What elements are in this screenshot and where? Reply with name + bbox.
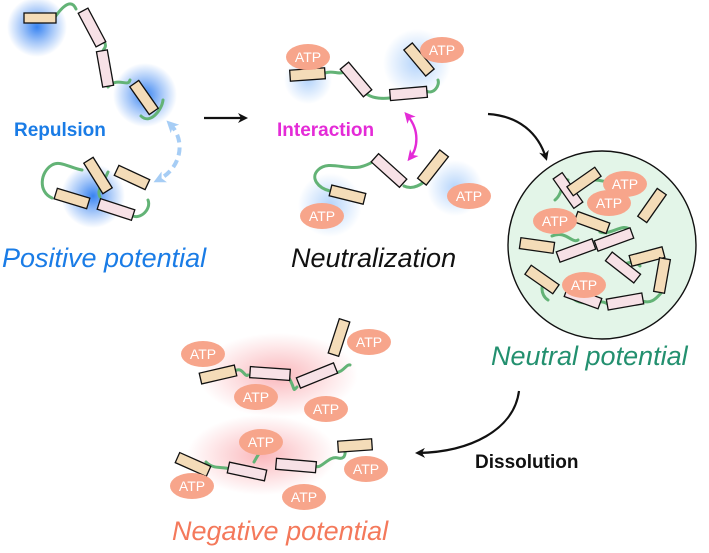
curved-arrow-to-droplet: [487, 112, 549, 161]
folded-domain: [636, 187, 668, 224]
folded-domain: [198, 364, 238, 385]
folded-domain: [566, 166, 602, 197]
arrows: [153, 111, 549, 458]
folded-domain: [23, 12, 57, 24]
folded-domain: [53, 187, 91, 210]
positive-charge-glow: [7, 0, 67, 57]
folded-domain: [336, 438, 374, 453]
folded-domain: [652, 257, 672, 294]
interaction-arrow: [404, 111, 419, 162]
dissolution-label: Dissolution: [475, 452, 579, 473]
positive-potential-label: Positive potential: [2, 243, 207, 273]
folded-domain: [82, 156, 114, 195]
disordered-segment: [605, 292, 645, 311]
disordered-segment: [274, 457, 318, 474]
folded-domain: [174, 451, 212, 478]
atp-molecule: ATP: [282, 484, 326, 510]
atp-molecule: ATP: [304, 396, 348, 422]
disordered-segment: [604, 251, 642, 284]
folded-domain: [518, 236, 556, 255]
repulsion-label: Repulsion: [14, 120, 106, 141]
atp-molecule: ATP: [239, 429, 283, 455]
folded-domain: [327, 317, 351, 358]
negative-potential-label: Negative potential: [172, 516, 389, 546]
negative-charge-glow: [187, 415, 337, 495]
atp-molecule: ATP: [533, 208, 577, 234]
disordered-segment: [77, 7, 107, 48]
dissolution-arrow: [415, 390, 521, 458]
disordered-segment: [555, 238, 597, 263]
disordered-segment: [226, 461, 268, 482]
atp-molecule: ATP: [447, 183, 491, 209]
atp-molecule: ATP: [170, 473, 214, 499]
atp-molecule: ATP: [420, 37, 464, 63]
neutral-potential-label: Neutral potential: [491, 341, 688, 371]
interaction-label: Interaction: [277, 120, 375, 141]
folded-domain: [524, 264, 560, 295]
disordered-segment: [248, 365, 292, 382]
disordered-segment: [295, 362, 339, 389]
atp-molecule: ATP: [234, 384, 278, 410]
folded-domain: [128, 79, 160, 116]
folded-domain: [328, 184, 367, 205]
folded-domain: [113, 164, 151, 191]
atp-molecule: ATP: [603, 171, 647, 197]
disordered-segment: [95, 49, 115, 88]
neutralization-label: Neutralization: [291, 243, 457, 273]
folded-domain: [416, 149, 450, 186]
repulsion-arrow: [153, 120, 182, 183]
disordered-segment: [370, 152, 408, 189]
atp-molecule: ATP: [562, 272, 606, 298]
disordered-segment: [388, 85, 429, 102]
atp-molecule: ATP: [344, 456, 388, 482]
atp-molecule: ATP: [347, 329, 391, 355]
disordered-segment: [593, 227, 635, 252]
folded-domain: [628, 245, 666, 268]
atp-molecule: ATP: [286, 44, 330, 70]
disordered-segment: [96, 197, 136, 222]
atp-molecule: ATP: [300, 203, 344, 229]
segments: [23, 7, 672, 482]
disordered-segment: [339, 61, 373, 98]
atp-molecule: ATP: [181, 341, 225, 367]
